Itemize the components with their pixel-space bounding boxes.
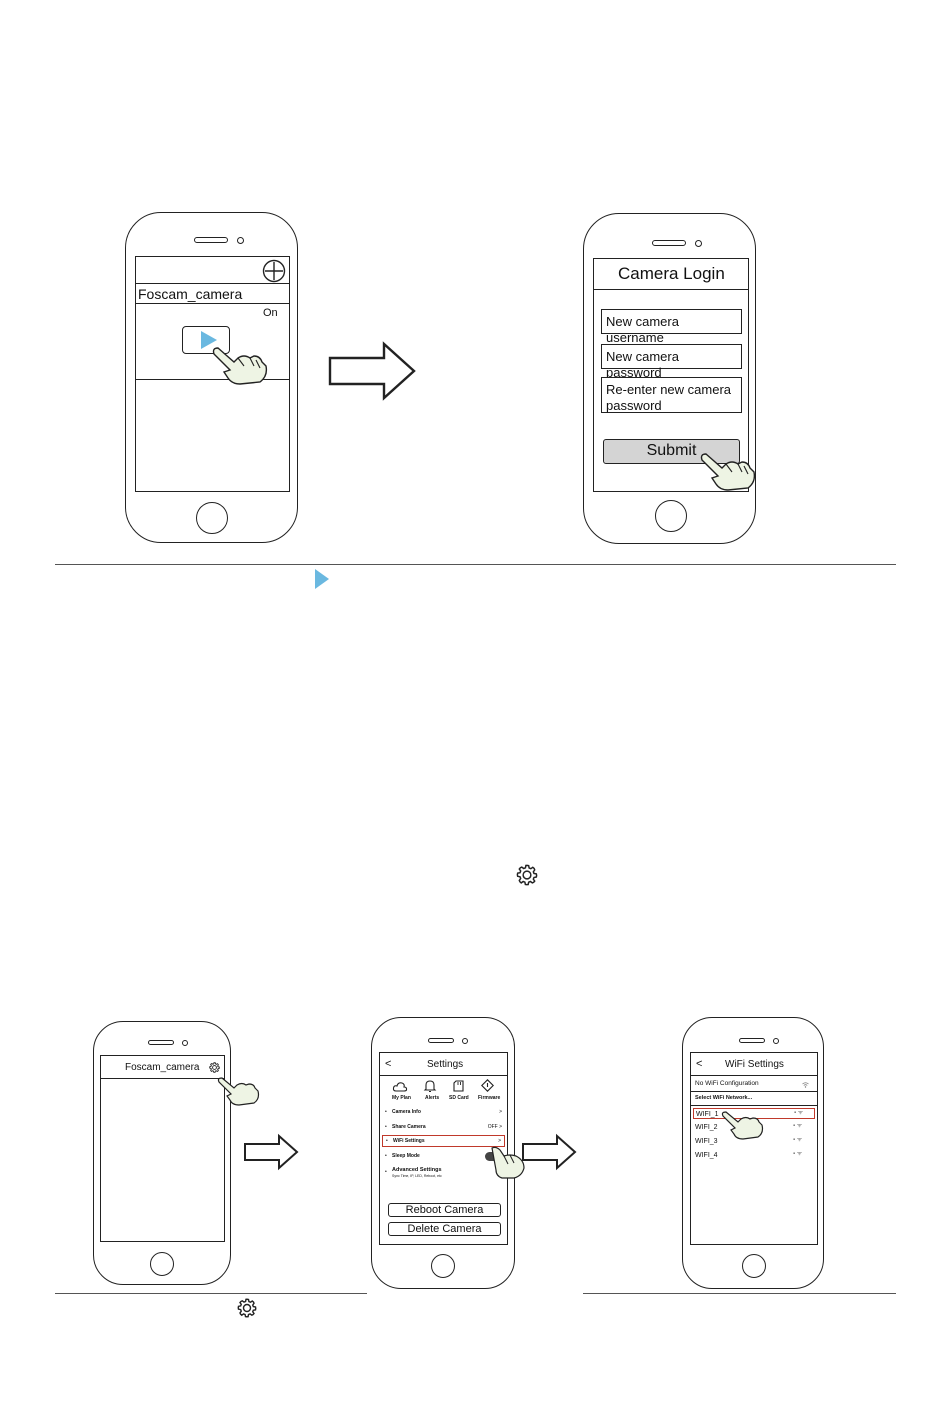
arrow-right-icon bbox=[328, 341, 416, 401]
icon-label: SD Card bbox=[449, 1095, 469, 1101]
phone-camera-dot bbox=[773, 1038, 779, 1044]
lock-wifi-icon: ▪ ᯤ bbox=[793, 1123, 803, 1129]
phone-screen: Camera Login New camera username New cam… bbox=[593, 258, 749, 492]
home-button[interactable] bbox=[655, 500, 687, 532]
settings-row-sleep-mode[interactable]: • Sleep Mode bbox=[380, 1151, 507, 1163]
section-divider bbox=[583, 1293, 896, 1294]
wifi-network-row[interactable]: WIFI_3 ▪ ᯤ bbox=[695, 1137, 803, 1145]
settings-row-share-camera[interactable]: • Share Camera OFF > bbox=[385, 1124, 502, 1130]
play-button[interactable] bbox=[182, 326, 230, 354]
back-button[interactable]: < bbox=[385, 1058, 392, 1070]
reboot-camera-button[interactable]: Reboot Camera bbox=[388, 1203, 501, 1217]
icon-label: Alerts bbox=[425, 1095, 440, 1101]
phone-speaker bbox=[194, 237, 228, 243]
play-icon bbox=[201, 331, 217, 349]
wifi-icon bbox=[802, 1082, 809, 1088]
phone-camera-list: Foscam_camera On bbox=[125, 212, 298, 543]
settings-row-wifi-settings[interactable]: • WiFi Settings > bbox=[382, 1135, 505, 1147]
icon-label: My Plan bbox=[392, 1095, 411, 1101]
phone-screen: Foscam_camera bbox=[100, 1055, 225, 1242]
lock-wifi-icon: ▪ ᯤ bbox=[793, 1151, 803, 1157]
phone-speaker bbox=[739, 1038, 765, 1043]
no-wifi-row: No WiFi Configuration bbox=[691, 1079, 817, 1091]
gear-icon bbox=[237, 1298, 257, 1318]
phone-camera-dot bbox=[695, 240, 702, 247]
status-text: On bbox=[263, 307, 278, 319]
hand-pointer-icon bbox=[217, 1077, 260, 1106]
phone-wifi-settings: < WiFi Settings No WiFi Configuration Se… bbox=[682, 1017, 824, 1289]
icon-label: Firmware bbox=[478, 1095, 501, 1101]
phone-speaker bbox=[652, 240, 686, 246]
hand-pointer-icon bbox=[700, 453, 756, 491]
settings-title: Settings bbox=[427, 1059, 464, 1070]
sd-card-icon[interactable] bbox=[453, 1080, 464, 1092]
phone-camera-dot bbox=[182, 1040, 188, 1046]
bell-icon[interactable] bbox=[423, 1080, 437, 1092]
hand-pointer-icon bbox=[721, 1111, 764, 1140]
wifi-network-row[interactable]: WIFI_2 ▪ ᯤ bbox=[695, 1123, 803, 1131]
hand-pointer-icon bbox=[491, 1146, 525, 1179]
username-field[interactable]: New camera username bbox=[601, 309, 742, 345]
select-network-label: Select WiFi Network... bbox=[695, 1095, 753, 1101]
section-divider bbox=[55, 564, 896, 565]
settings-row-camera-info[interactable]: • Camera Info > bbox=[385, 1109, 502, 1115]
wifi-settings-title: WiFi Settings bbox=[725, 1059, 784, 1070]
arrow-right-icon bbox=[244, 1133, 299, 1171]
phone-camera-login: Camera Login New camera username New cam… bbox=[583, 213, 756, 544]
home-button[interactable] bbox=[431, 1254, 455, 1278]
camera-name: Foscam_camera bbox=[125, 1062, 200, 1073]
phone-screen: < WiFi Settings No WiFi Configuration Se… bbox=[690, 1052, 818, 1245]
sleep-mode-toggle[interactable] bbox=[485, 1152, 499, 1161]
hand-pointer-icon bbox=[212, 347, 268, 385]
phone-camera-dot bbox=[237, 237, 244, 244]
play-icon bbox=[315, 569, 329, 589]
gear-icon bbox=[516, 864, 538, 886]
camera-name: Foscam_camera bbox=[138, 286, 243, 302]
delete-camera-button[interactable]: Delete Camera bbox=[388, 1222, 501, 1236]
home-button[interactable] bbox=[742, 1254, 766, 1278]
phone-settings: < Settings My Plan Alerts SD Card Firmwa… bbox=[371, 1017, 515, 1289]
phone-screen: < Settings My Plan Alerts SD Card Firmwa… bbox=[379, 1052, 508, 1245]
phone-speaker bbox=[148, 1040, 174, 1045]
login-title: Camera Login bbox=[618, 264, 725, 283]
settings-row-advanced[interactable]: • Advanced Settings Sync Time, IP, LED, … bbox=[385, 1167, 442, 1178]
lock-wifi-icon: ▪ ᯤ bbox=[793, 1137, 803, 1143]
plus-circle-icon[interactable] bbox=[262, 259, 286, 283]
back-button[interactable]: < bbox=[696, 1058, 703, 1070]
gear-icon[interactable] bbox=[209, 1062, 220, 1073]
wifi-network-row[interactable]: WIFI_4 ▪ ᯤ bbox=[695, 1151, 803, 1159]
reenter-password-field[interactable]: Re-enter new camera password bbox=[601, 377, 742, 413]
phone-screen: Foscam_camera On bbox=[135, 256, 290, 492]
arrow-right-icon bbox=[522, 1133, 577, 1171]
home-button[interactable] bbox=[196, 502, 228, 534]
firmware-icon[interactable] bbox=[481, 1079, 494, 1092]
cloud-icon[interactable] bbox=[392, 1081, 408, 1092]
phone-speaker bbox=[428, 1038, 454, 1043]
lock-wifi-icon: ▪ ᯤ bbox=[794, 1110, 804, 1116]
phone-camera-home: Foscam_camera bbox=[93, 1021, 231, 1285]
home-button[interactable] bbox=[150, 1252, 174, 1276]
section-divider bbox=[55, 1293, 367, 1294]
submit-button[interactable]: Submit bbox=[603, 439, 740, 464]
phone-camera-dot bbox=[462, 1038, 468, 1044]
password-field[interactable]: New camera password bbox=[601, 344, 742, 380]
